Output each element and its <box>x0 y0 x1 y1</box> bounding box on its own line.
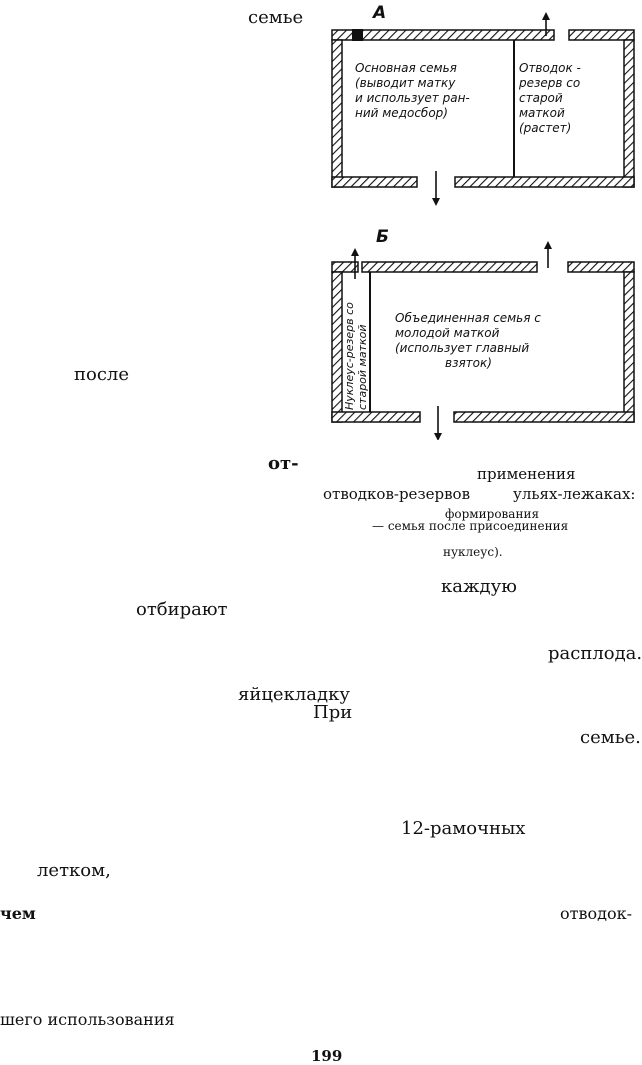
diagram-a-side-text: Отводок - резерв со старой маткой (расте… <box>518 61 581 135</box>
svg-text:и использует ран-: и использует ран- <box>355 91 470 105</box>
diagram-a-label: А <box>371 3 386 23</box>
caption-fragment: — семья после присоединения <box>372 519 569 533</box>
word-fragment: каждую <box>441 576 517 597</box>
word-fragment: При <box>313 702 353 723</box>
diagram-b-hive <box>331 241 635 440</box>
word-fragment: семье <box>248 7 304 28</box>
word-fragment: от- <box>268 453 299 474</box>
caption-fragment: применения <box>477 465 576 483</box>
word-fragment: расплода. <box>548 643 642 664</box>
svg-text:(использует главный: (использует главный <box>395 341 529 355</box>
hive-figure: А Основная семья (выводит матку и исполь… <box>331 3 635 440</box>
diagram-a-hive <box>331 12 635 206</box>
svg-text:Отводок -: Отводок - <box>519 61 581 75</box>
diagram-a-main-text: Основная семья (выводит матку и использу… <box>355 61 470 120</box>
svg-text:старой: старой <box>519 91 563 105</box>
word-fragment: отводок- <box>560 904 633 923</box>
svg-text:резерв со: резерв со <box>518 76 580 90</box>
word-fragment: 12-рамочных <box>401 818 526 839</box>
svg-text:Объединенная семья с: Объединенная семья с <box>395 311 541 325</box>
diagram-b-main-text: Объединенная семья с молодой маткой (исп… <box>395 311 541 370</box>
word-fragment: отбирают <box>136 599 228 620</box>
caption-fragment: ульях-лежаках: <box>513 485 636 503</box>
word-fragment: яйцекладку <box>238 684 350 705</box>
svg-text:Основная семья: Основная семья <box>355 61 457 75</box>
entrance-block <box>352 29 363 41</box>
page-number: 199 <box>311 1047 343 1065</box>
svg-text:ний медосбор): ний медосбор) <box>355 106 448 120</box>
word-fragment: семье. <box>580 727 641 748</box>
word-fragment: летком, <box>37 860 111 881</box>
caption-fragment: формирования <box>445 507 540 521</box>
diagram-b-label: Б <box>376 227 389 247</box>
word-fragment: шего использования <box>0 1010 175 1029</box>
caption-fragment: нуклеус). <box>443 545 503 559</box>
word-fragment: после <box>74 364 130 385</box>
svg-text:молодой маткой: молодой маткой <box>395 326 500 340</box>
svg-text:взяток): взяток) <box>445 356 492 370</box>
svg-text:старой маткой: старой маткой <box>356 324 369 410</box>
svg-text:(выводит матку: (выводит матку <box>355 76 456 90</box>
svg-text:(растет): (растет) <box>519 121 571 135</box>
svg-text:маткой: маткой <box>519 106 565 120</box>
svg-text:Нуклеус-резерв со: Нуклеус-резерв со <box>343 302 356 410</box>
diagram-b-nucleus-text: Нуклеус-резерв со старой маткой <box>343 302 369 410</box>
word-fragment: чем <box>0 904 36 923</box>
caption-fragment: отводков-резервов <box>323 485 471 503</box>
